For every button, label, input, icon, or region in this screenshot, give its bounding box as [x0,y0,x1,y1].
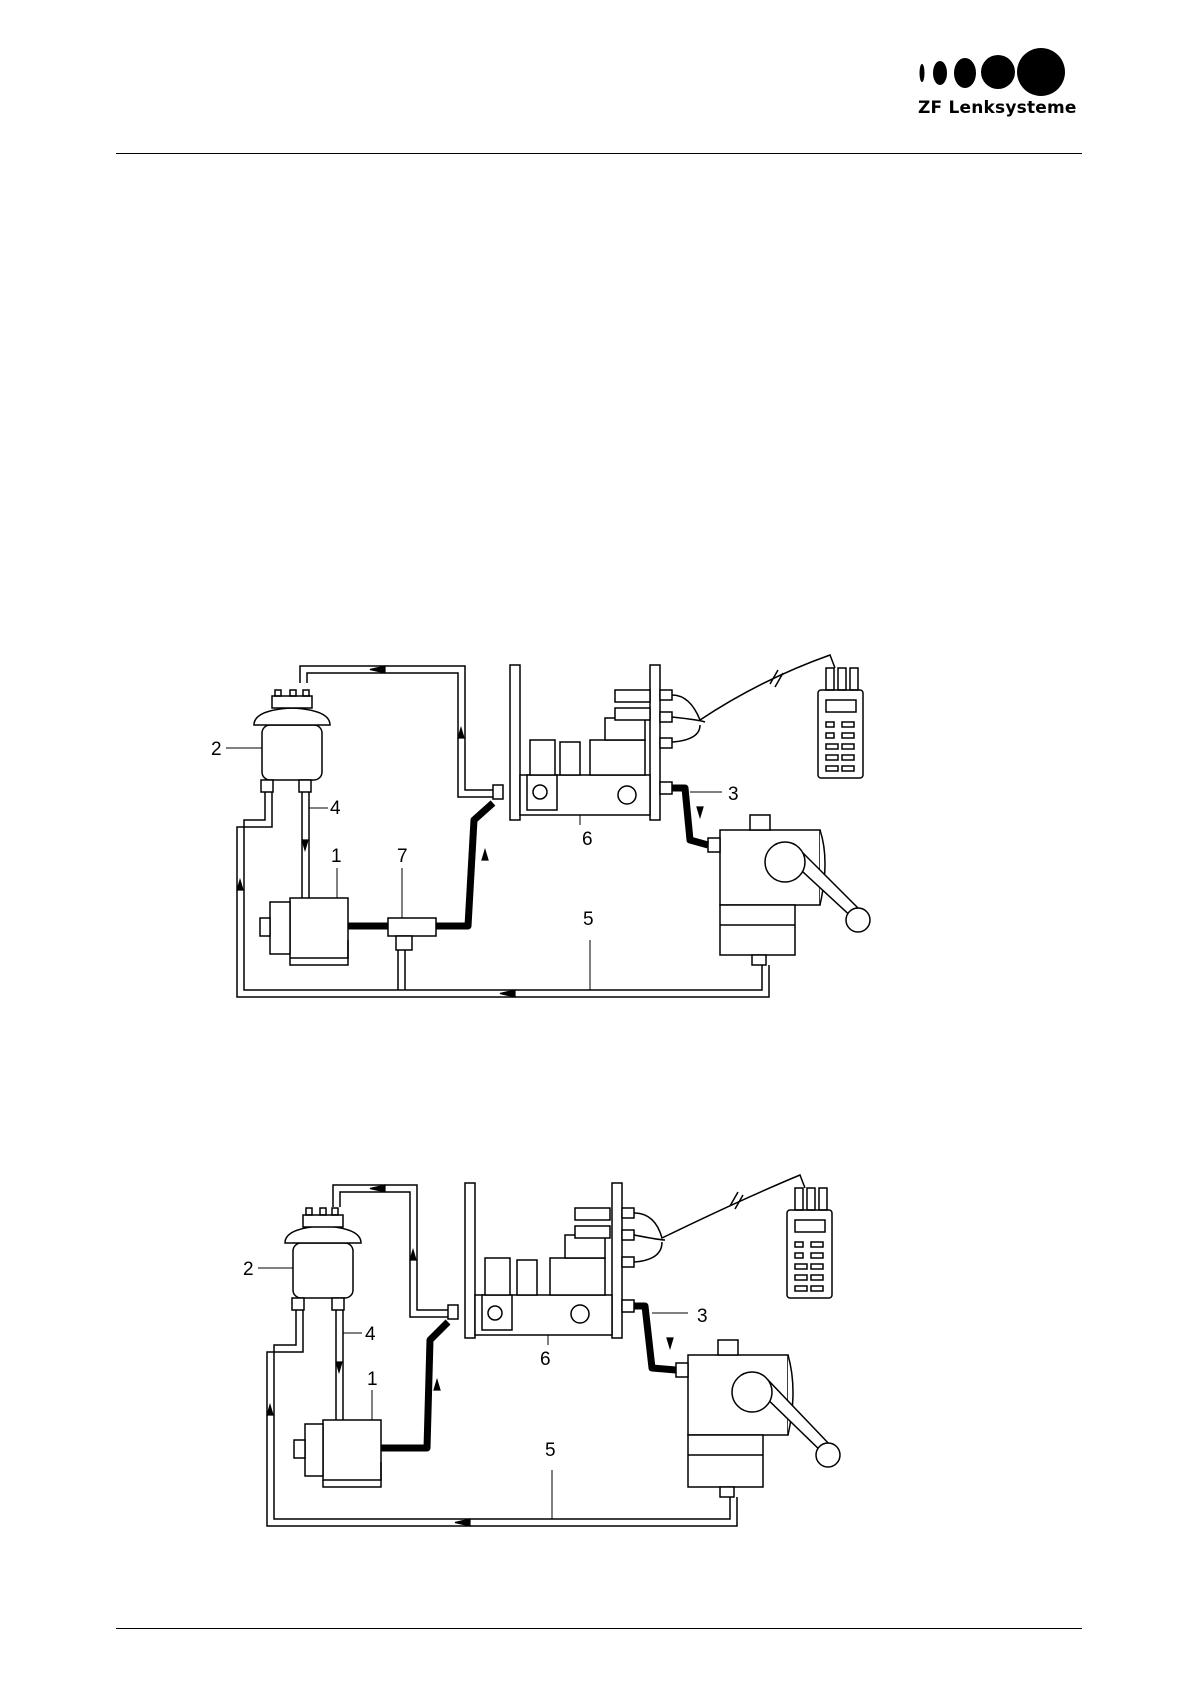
label-device-bottom: 6 [540,1349,551,1370]
label-pressure-bottom: 3 [697,1306,708,1327]
label-reservoir-bottom: 2 [243,1259,254,1280]
reservoir-2-b [285,1208,361,1310]
digital-meter-b [787,1188,832,1298]
label-pump-bottom: 1 [367,1369,378,1390]
label-suction-bottom: 4 [365,1324,376,1345]
measuring-cable-b [634,1175,805,1262]
test-device-6-b [448,1183,634,1338]
steering-gear-b [676,1340,840,1497]
return-line-5-b [267,1310,737,1526]
label-return-bottom: 5 [545,1440,556,1461]
pump-1-b [294,1420,381,1487]
